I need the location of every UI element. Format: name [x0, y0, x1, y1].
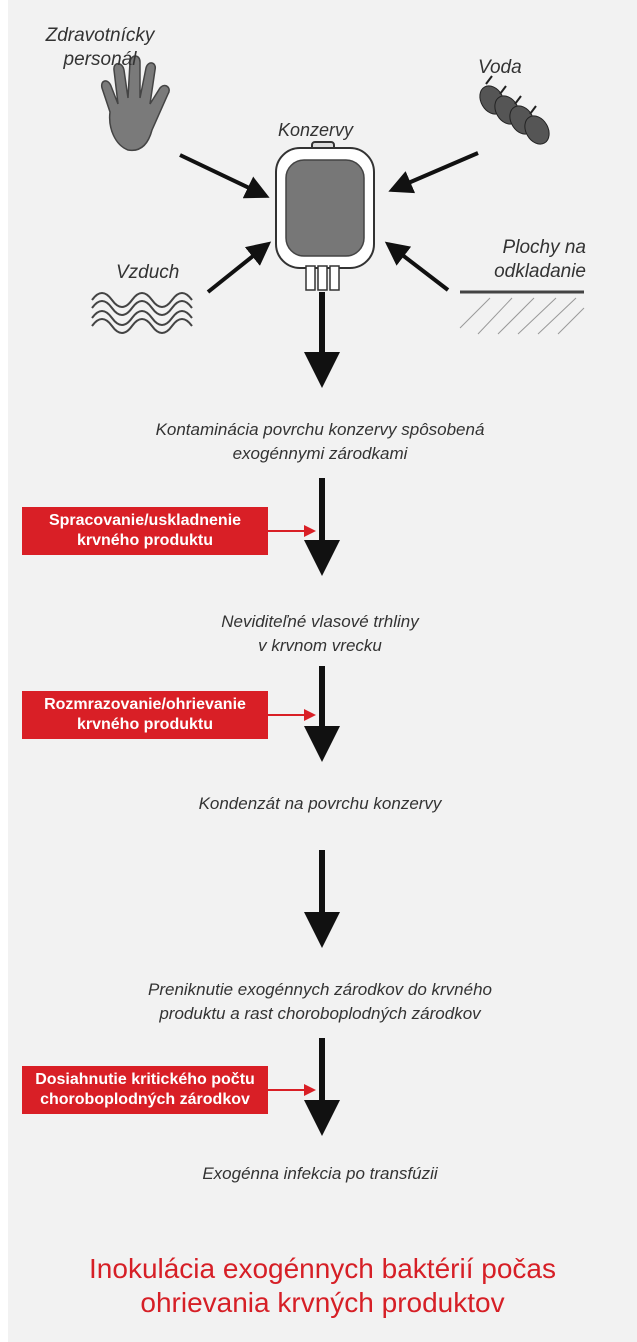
step-2-line-2: v krvnom vrecku — [258, 636, 382, 655]
arrow-surface-to-bag — [384, 241, 450, 292]
step-4: Preniknutie exogénnych zárodkov do krvné… — [40, 978, 600, 1026]
arrow-water-to-bag — [388, 151, 479, 194]
label-surfaces: Plochy na odkladanie — [470, 236, 586, 284]
label-staff-line-2: personál — [63, 49, 137, 70]
blood-bag-icon — [275, 141, 375, 291]
factor-box-2-line-2: krvného produktu — [76, 716, 213, 733]
label-air: Vzduch — [116, 262, 180, 283]
water-drops-icon — [479, 75, 550, 145]
hand-icon — [100, 55, 170, 152]
factor-box-3: Dosiahnutie kritického počtu choroboplod… — [22, 1066, 268, 1114]
factor-box-2: Rozmrazovanie/ohrievanie krvného produkt… — [22, 691, 268, 739]
step-2-line-1: Neviditeľné vlasové trhliny — [221, 612, 419, 631]
factor-box-3-line-1: Dosiahnutie kritického počtu — [35, 1071, 255, 1088]
step-1-line-2: exogénnymi zárodkami — [232, 444, 408, 463]
step-5-line-1: Exogénna infekcia po transfúzii — [202, 1164, 438, 1183]
arrow-air-to-bag — [206, 241, 272, 294]
factor-box-2-line-1: Rozmrazovanie/ohrievanie — [44, 696, 246, 713]
step-4-line-2: produktu a rast choroboplodných zárodkov — [159, 1004, 481, 1023]
factor-box-3-line-2: choroboplodných zárodkov — [40, 1091, 250, 1108]
arrow-staff-to-bag — [179, 153, 270, 199]
step-4-line-1: Preniknutie exogénnych zárodkov do krvné… — [148, 980, 492, 999]
factor-arrows — [268, 525, 316, 1096]
factor-box-1-line-2: krvného produktu — [76, 532, 213, 549]
step-2: Neviditeľné vlasové trhliny v krvnom vre… — [60, 610, 580, 658]
step-1: Kontaminácia povrchu konzervy spôsobená … — [60, 418, 580, 466]
label-product: Konzervy — [278, 120, 354, 140]
factor-box-1-line-1: Spracovanie/uskladnenie — [48, 512, 242, 529]
label-water: Voda — [478, 57, 522, 78]
label-surfaces-line-2: odkladanie — [494, 261, 586, 282]
step-3: Kondenzát na povrchu konzervy — [60, 792, 580, 816]
step-1-line-1: Kontaminácia povrchu konzervy spôsobená — [155, 420, 485, 439]
source-arrows — [179, 151, 479, 294]
air-waves-icon — [91, 292, 193, 334]
step-3-line-1: Kondenzát na povrchu konzervy — [198, 794, 442, 813]
diagram-title-line-2: ohrievania krvných produktov — [140, 1287, 505, 1318]
storage-surface-icon — [459, 290, 585, 335]
diagram-title: Inokulácia exogénnych baktérií počas ohr… — [8, 1252, 637, 1320]
label-staff-line-1: Zdravotnícky — [45, 25, 155, 46]
step-5: Exogénna infekcia po transfúzii — [60, 1162, 580, 1186]
diagram-title-line-1: Inokulácia exogénnych baktérií počas — [89, 1253, 556, 1284]
label-staff: Zdravotnícky personál — [30, 24, 170, 72]
factor-box-1: Spracovanie/uskladnenie krvného produktu — [22, 507, 268, 555]
label-surfaces-line-1: Plochy na — [502, 237, 586, 258]
